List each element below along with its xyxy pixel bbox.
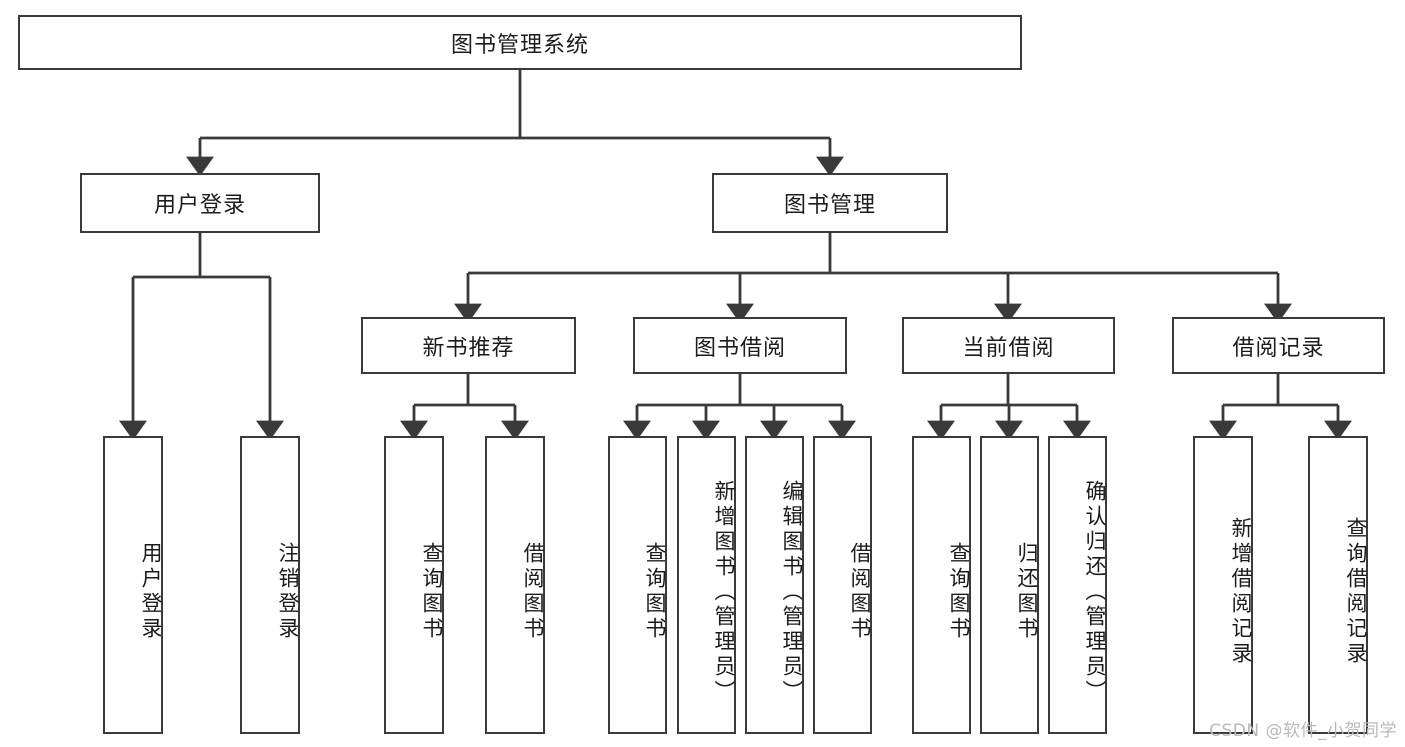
node-book-management[interactable]: 图书管理: [712, 173, 948, 233]
node-label: 图书管理系统: [450, 32, 589, 58]
node-book-borrow[interactable]: 图书借阅: [633, 317, 847, 374]
node-borrow-record[interactable]: 借阅记录: [1172, 317, 1385, 374]
node-label: 借阅图书: [848, 542, 872, 642]
node-current-borrow[interactable]: 当前借阅: [902, 317, 1115, 374]
node-label: 查询图书: [643, 542, 667, 642]
node-label: 新增借阅记录: [1229, 517, 1253, 667]
node-root-book-management-system[interactable]: 图书管理系统: [18, 15, 1022, 70]
node-label: 确认归还（管理员）: [1083, 479, 1107, 705]
node-leaf-return-book[interactable]: 归还图书: [980, 436, 1039, 734]
node-label: 查询图书: [420, 542, 444, 642]
node-label: 查询借阅记录: [1344, 517, 1368, 667]
node-label: 查询图书: [947, 542, 971, 642]
node-label: 归还图书: [1015, 542, 1039, 642]
node-leaf-borrow-book-recommend[interactable]: 借阅图书: [485, 436, 545, 734]
node-leaf-query-book-current[interactable]: 查询图书: [912, 436, 971, 734]
node-label: 用户登录: [153, 193, 246, 218]
node-leaf-user-login[interactable]: 用户登录: [103, 436, 163, 734]
node-label: 借阅记录: [1232, 335, 1325, 361]
node-label: 新书推荐: [422, 335, 515, 361]
node-label: 用户登录: [139, 542, 163, 642]
node-label: 注销登录: [276, 542, 300, 642]
node-label: 当前借阅: [962, 335, 1055, 361]
node-leaf-query-book-recommend[interactable]: 查询图书: [384, 436, 444, 734]
node-leaf-query-borrow-record[interactable]: 查询借阅记录: [1308, 436, 1368, 734]
node-label: 图书管理: [783, 193, 876, 218]
node-label: 新增图书（管理员）: [712, 479, 736, 705]
node-label: 图书借阅: [693, 335, 786, 361]
node-label: 编辑图书（管理员）: [780, 479, 804, 705]
node-label: 借阅图书: [521, 542, 545, 642]
node-leaf-query-book-borrow[interactable]: 查询图书: [608, 436, 667, 734]
node-leaf-add-book-admin[interactable]: 新增图书（管理员）: [677, 436, 736, 734]
node-leaf-confirm-return-admin[interactable]: 确认归还（管理员）: [1048, 436, 1107, 734]
node-leaf-borrow-book[interactable]: 借阅图书: [813, 436, 872, 734]
watermark-text: CSDN @软件_小贺同学: [1209, 721, 1397, 741]
node-leaf-add-borrow-record[interactable]: 新增借阅记录: [1193, 436, 1253, 734]
node-leaf-edit-book-admin[interactable]: 编辑图书（管理员）: [745, 436, 804, 734]
node-leaf-logout[interactable]: 注销登录: [240, 436, 300, 734]
node-new-book-recommend[interactable]: 新书推荐: [361, 317, 576, 374]
node-user-login[interactable]: 用户登录: [80, 173, 320, 233]
